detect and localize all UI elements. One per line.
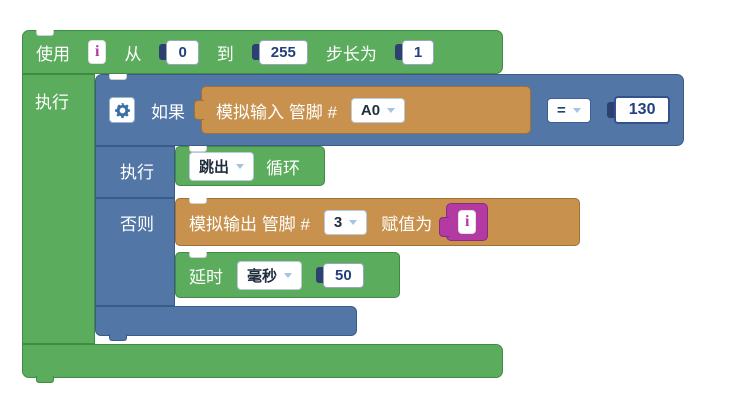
chevron-down-icon (349, 219, 358, 225)
chevron-down-icon (387, 107, 396, 113)
for-loop-block[interactable]: 使用 i 从 0 到 255 步长为 1 执行 (22, 30, 685, 383)
chevron-down-icon (236, 163, 245, 169)
if-footer[interactable] (95, 306, 357, 341)
delay-unit-dropdown[interactable]: 毫秒 (237, 260, 303, 290)
loop-variable-field[interactable]: i (88, 40, 107, 64)
delay-value-field[interactable]: 50 (323, 262, 364, 288)
analog-write-label: 模拟输出 管脚 # (189, 214, 310, 234)
delay-block[interactable]: 延时 毫秒 50 (175, 252, 400, 298)
analog-write-assign-label: 赋值为 (381, 214, 433, 234)
to-value-field[interactable]: 255 (258, 39, 308, 65)
variable-i-block[interactable]: i (439, 203, 489, 241)
for-do-spine[interactable]: 执行 (22, 74, 95, 344)
if-else-block[interactable]: 如果 模拟输入 管脚 # A0 = (95, 74, 685, 341)
to-value-slot: 255 (251, 39, 308, 65)
for-to-label: 到 (216, 44, 234, 64)
from-value-field[interactable]: 0 (166, 39, 199, 65)
for-loop-footer[interactable] (22, 344, 503, 383)
analog-write-block[interactable]: 模拟输出 管脚 # 3 赋值为 i (175, 198, 580, 246)
compare-operator-dropdown[interactable]: = (547, 97, 591, 123)
for-loop-header[interactable]: 使用 i 从 0 到 255 步长为 1 (22, 30, 503, 74)
if-else-label: 否则 (120, 215, 154, 234)
for-do-slot: 如果 模拟输入 管脚 # A0 = (95, 74, 685, 344)
break-loop-label: 循环 (266, 158, 301, 178)
chevron-down-icon (572, 107, 581, 113)
analog-read-block[interactable]: 模拟输入 管脚 # A0 (194, 86, 531, 134)
if-else-row: 否则 模拟输出 管脚 # 3 赋值为 i (95, 198, 684, 306)
for-from-label: 从 (124, 44, 142, 64)
analog-read-label: 模拟输入 管脚 # (216, 102, 337, 122)
analog-read-pin-dropdown[interactable]: A0 (350, 97, 406, 123)
gear-icon[interactable] (109, 97, 135, 123)
step-value-field[interactable]: 1 (401, 39, 435, 65)
value-socket-tab (394, 44, 402, 60)
break-action-dropdown[interactable]: 跳出 (189, 151, 255, 181)
delay-unit-value: 毫秒 (247, 267, 278, 285)
break-block[interactable]: 跳出 循环 (175, 146, 325, 186)
compare-value-field[interactable]: 130 (613, 96, 671, 124)
delay-value-slot: 50 (316, 262, 364, 288)
for-step-label: 步长为 (325, 44, 377, 64)
from-value-slot: 0 (159, 39, 199, 65)
if-do-slot: 跳出 循环 (175, 146, 325, 198)
if-else-slot: 模拟输出 管脚 # 3 赋值为 i (175, 198, 580, 306)
for-do-label: 执行 (35, 93, 69, 112)
break-action-value: 跳出 (199, 158, 230, 176)
compare-value-slot: 130 (606, 96, 671, 124)
if-header[interactable]: 如果 模拟输入 管脚 # A0 = (95, 74, 685, 146)
value-socket-tab (251, 44, 259, 60)
if-label: 如果 (151, 102, 185, 122)
if-do-row: 执行 跳出 循环 (95, 146, 684, 198)
chevron-down-icon (284, 272, 293, 278)
step-value-slot: 1 (394, 39, 435, 65)
for-use-label: 使用 (36, 44, 70, 64)
value-socket-tab (316, 267, 324, 283)
value-socket-tab (159, 44, 167, 60)
value-socket-tab (606, 102, 614, 118)
variable-i-badge: i (458, 210, 477, 234)
if-do-label: 执行 (120, 163, 154, 182)
compare-operator-value: = (557, 101, 566, 119)
analog-write-pin-value: 3 (333, 213, 343, 231)
if-else-spine[interactable]: 否则 (95, 198, 175, 306)
if-do-spine[interactable]: 执行 (95, 146, 175, 198)
for-loop-body: 执行 如果 模拟输入 管 (22, 74, 685, 344)
delay-label: 延时 (189, 267, 223, 287)
analog-read-pin-value: A0 (360, 101, 381, 119)
analog-write-pin-dropdown[interactable]: 3 (323, 209, 368, 235)
